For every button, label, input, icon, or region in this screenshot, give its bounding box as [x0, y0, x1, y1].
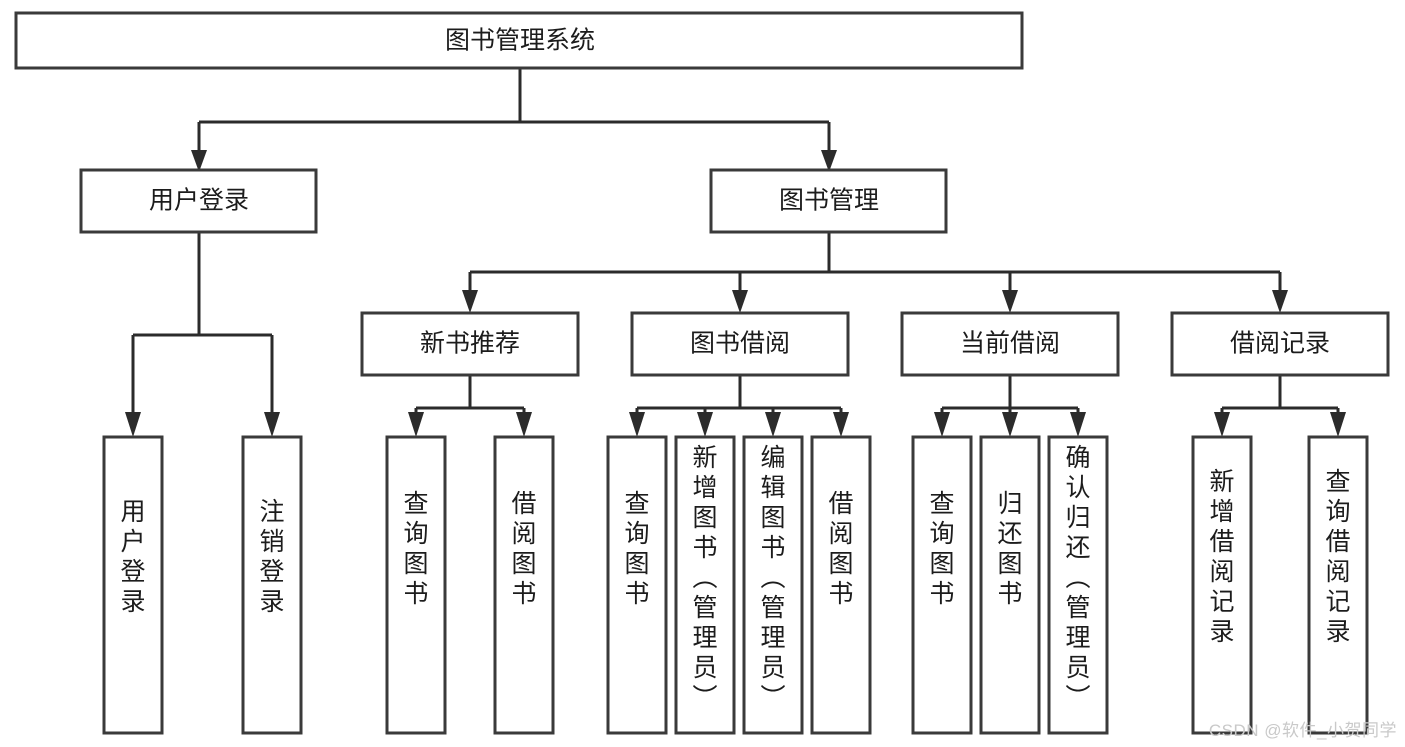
leaf-box[interactable] — [1191, 435, 1253, 735]
leaf-label: 查询图书 — [929, 490, 954, 608]
leaf-borrow-borrow-book[interactable]: 借阅图书 — [810, 435, 872, 735]
leaf-current-query-book[interactable]: 查询图书 — [911, 435, 973, 735]
arrow-record-leaf-2 — [1330, 412, 1346, 437]
borrow-record-label: 借阅记录 — [1230, 330, 1330, 358]
leaf-recommend-query-book[interactable]: 查询图书 — [385, 435, 447, 735]
leaf-box[interactable] — [606, 435, 668, 735]
new-book-recommend-box[interactable] — [360, 311, 580, 377]
leaf-label: 归还图书 — [997, 490, 1022, 608]
arrow-book-manage-to-borrow — [732, 290, 748, 313]
node-user-login[interactable]: 用户登录 — [79, 168, 318, 234]
leaf-record-query-record[interactable]: 查询借阅记录 — [1307, 435, 1369, 735]
leaf-box[interactable] — [742, 435, 804, 735]
book-manage-label: 图书管理 — [779, 187, 879, 215]
leaf-current-confirm-return-admin[interactable]: 确认归还︵管理员︶ — [1047, 435, 1109, 735]
book-borrow-label: 图书借阅 — [690, 330, 790, 358]
arrow-recommend-leaf-1 — [408, 412, 424, 437]
leaf-label: 新增图书︵管理员︶ — [692, 444, 717, 712]
current-borrow-box[interactable] — [900, 311, 1120, 377]
arrow-book-manage-to-recommend — [462, 290, 478, 313]
arrow-book-manage-to-current — [1002, 290, 1018, 313]
arrow-root-to-user-login — [191, 150, 207, 172]
leaf-box[interactable] — [241, 435, 303, 735]
leaf-record-add-record[interactable]: 新增借阅记录 — [1191, 435, 1253, 735]
node-new-book-recommend[interactable]: 新书推荐 — [360, 311, 580, 377]
book-borrow-box[interactable] — [630, 311, 850, 377]
node-root-system[interactable]: 图书管理系统 — [14, 11, 1024, 70]
root-box[interactable] — [14, 11, 1024, 70]
leaf-user-login-login[interactable]: 用户登录 — [102, 435, 164, 735]
arrow-current-leaf-3 — [1070, 412, 1086, 437]
leaf-label: 查询图书 — [403, 490, 428, 608]
leaf-box[interactable] — [1307, 435, 1369, 735]
leaf-box[interactable] — [979, 435, 1041, 735]
leaf-label: 用户登录 — [120, 498, 145, 616]
leaf-borrow-edit-book-admin[interactable]: 编辑图书︵管理员︶ — [742, 435, 804, 735]
leaf-user-login-logout[interactable]: 注销登录 — [241, 435, 303, 735]
current-borrow-label: 当前借阅 — [960, 330, 1060, 358]
leaf-label: 查询图书 — [624, 490, 649, 608]
arrow-user-login-leaf-1 — [125, 412, 141, 437]
leaf-label: 查询借阅记录 — [1325, 468, 1350, 646]
leaf-box[interactable] — [102, 435, 164, 735]
arrow-user-login-leaf-2 — [264, 412, 280, 437]
arrow-book-manage-to-record — [1272, 290, 1288, 313]
leaf-box[interactable] — [493, 435, 555, 735]
leaf-box[interactable] — [385, 435, 447, 735]
leaf-label: 注销登录 — [259, 498, 284, 616]
node-book-manage[interactable]: 图书管理 — [709, 168, 948, 234]
leaf-label: 借阅图书 — [511, 490, 536, 608]
leaf-label: 新增借阅记录 — [1209, 468, 1234, 646]
leaf-box[interactable] — [1047, 435, 1109, 735]
leaf-label: 编辑图书︵管理员︶ — [760, 444, 785, 712]
root-label: 图书管理系统 — [445, 27, 595, 55]
leaf-box[interactable] — [911, 435, 973, 735]
borrow-record-box[interactable] — [1170, 311, 1390, 377]
leaf-current-return-book[interactable]: 归还图书 — [979, 435, 1041, 735]
connectors-layer — [125, 68, 1346, 437]
leaf-label: 借阅图书 — [828, 490, 853, 608]
book-manage-box[interactable] — [709, 168, 948, 234]
arrow-record-leaf-1 — [1214, 412, 1230, 437]
leaf-borrow-add-book-admin[interactable]: 新增图书︵管理员︶ — [674, 435, 736, 735]
arrow-borrow-leaf-4 — [833, 412, 849, 437]
leaf-borrow-query-book[interactable]: 查询图书 — [606, 435, 668, 735]
node-book-borrow[interactable]: 图书借阅 — [630, 311, 850, 377]
arrow-borrow-leaf-3 — [765, 412, 781, 437]
new-book-recommend-label: 新书推荐 — [420, 330, 520, 358]
arrow-current-leaf-2 — [1002, 412, 1018, 437]
leaf-box[interactable] — [810, 435, 872, 735]
node-current-borrow[interactable]: 当前借阅 — [900, 311, 1120, 377]
node-borrow-record[interactable]: 借阅记录 — [1170, 311, 1390, 377]
arrow-borrow-leaf-1 — [629, 412, 645, 437]
arrow-root-to-book-manage — [821, 150, 837, 172]
user-login-label: 用户登录 — [149, 187, 249, 215]
arrow-current-leaf-1 — [934, 412, 950, 437]
arrow-recommend-leaf-2 — [516, 412, 532, 437]
user-login-box[interactable] — [79, 168, 318, 234]
leaf-recommend-borrow-book[interactable]: 借阅图书 — [493, 435, 555, 735]
leaf-box[interactable] — [674, 435, 736, 735]
leaf-label: 确认归还︵管理员︶ — [1065, 444, 1090, 712]
arrow-borrow-leaf-2 — [697, 412, 713, 437]
